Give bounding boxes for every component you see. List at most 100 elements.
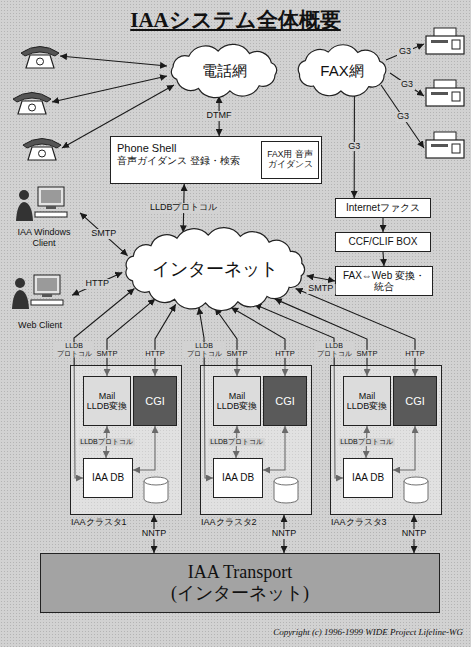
edge-label: HTTP (83, 279, 111, 289)
phone-dial (37, 58, 44, 65)
edge-label: HTTP (273, 350, 297, 358)
node-text: FAX用 音声 ガイダンス (264, 150, 316, 170)
monitor-stand (46, 206, 56, 209)
edge-label: SMTP (225, 350, 250, 358)
mail-converter-box: Mail LLDB変換 (83, 376, 131, 426)
phone-link (60, 56, 167, 66)
edge-label: LLDB プロトコル (184, 342, 224, 357)
monitor (38, 187, 64, 206)
phone-dial (39, 150, 46, 157)
server-box: Phone Shell音声ガイダンス 登録・検索FAX用 音声 ガイダンス (110, 136, 322, 184)
monitor-stand (42, 294, 52, 297)
connector (383, 252, 384, 266)
telephone-icon (23, 139, 61, 161)
fax-icon (426, 80, 464, 106)
network-cloud: 電話網 (165, 44, 283, 98)
phone-body (26, 55, 54, 68)
node-text: Mail LLDB変換 (215, 391, 259, 412)
fax-link (386, 44, 424, 60)
title-bar: IAAシステム全体概要 (0, 6, 471, 34)
cloud-shape (171, 44, 276, 97)
edge-label: NNTP (140, 529, 169, 539)
node-text: FAX⇔Web 変換・統合 (339, 270, 429, 293)
telephone-icon (21, 47, 59, 69)
node-text: CCF/CLIF BOX (349, 236, 418, 248)
mail-converter-box: Mail LLDB変換 (213, 376, 261, 426)
fax-slot (431, 144, 448, 147)
cloud-shape (298, 45, 386, 96)
node-text: Internetファクス (346, 202, 420, 214)
cgi-box: CGI (263, 376, 307, 426)
edge-label: HTTP (143, 350, 167, 358)
converter-box: FAX⇔Web 変換・統合 (335, 266, 433, 296)
node-text: Mail LLDB変換 (345, 391, 389, 412)
edge-label: NNTP (400, 529, 429, 539)
node-text: 電話網 (202, 62, 247, 79)
edge-label: LLDB プロトコル (54, 342, 94, 357)
network-cloud: インターネット (120, 228, 310, 310)
signal-label: G3 (399, 80, 415, 90)
edge-label: SMTP (355, 350, 380, 358)
copyright-note: Copyright (c) 1996-1999 WIDE Project Lif… (271, 628, 465, 638)
phone-body (28, 147, 56, 160)
node-text: CGI (405, 395, 425, 408)
fax-icon (426, 132, 464, 158)
node-text: Mail LLDB変換 (85, 391, 129, 412)
cgi-box: CGI (133, 376, 177, 426)
gateway-box: Internetファクス (335, 198, 431, 218)
node-text: Web Client (18, 320, 62, 330)
cluster-name: IAAクラスタ2 (201, 517, 257, 527)
diagram-title: IAAシステム全体概要 (130, 8, 341, 32)
fax-keys (452, 92, 460, 101)
cloud-shape (126, 228, 305, 311)
client-node: Web Client (8, 272, 72, 330)
person-body (16, 202, 33, 221)
phone-handset (23, 139, 61, 149)
edge-label: LLDBプロトコル (148, 203, 220, 213)
person-head (15, 278, 25, 288)
edge-label: G3 (346, 142, 362, 152)
edge-label: LLDBプロトコル (78, 438, 135, 446)
screen (37, 278, 57, 291)
person-body (12, 290, 29, 309)
signal-label: G3 (395, 112, 411, 122)
edge-label: DTMF (205, 111, 234, 121)
node-text: 音声ガイダンス 登録・検索 (117, 155, 253, 167)
cgi-box: CGI (393, 376, 437, 426)
mail-converter-box: Mail LLDB変換 (343, 376, 391, 426)
fax-keys (452, 40, 460, 49)
gateway-box: CCF/CLIF BOX (335, 232, 431, 252)
edge-label: LLDBプロトコル (338, 438, 395, 446)
keyboard (35, 212, 67, 217)
phone-handset (21, 47, 59, 57)
client-icon (16, 187, 67, 221)
monitor (34, 275, 60, 294)
node-text: IAA DB (222, 472, 254, 484)
connector (307, 276, 335, 281)
node-text: インターネット (152, 259, 278, 280)
phone-handset (13, 93, 51, 103)
phone-dial (29, 104, 36, 111)
fax-icon (426, 28, 464, 54)
node-text: IAA DB (92, 472, 124, 484)
connector (72, 272, 122, 295)
node-text: CGI (275, 395, 295, 408)
edge-label: SMTP (306, 284, 335, 294)
database-box: IAA DB (343, 458, 393, 498)
connector (80, 213, 128, 256)
edge-label: LLDBプロトコル (208, 438, 265, 446)
connector (296, 289, 415, 377)
transport-band: IAA Transport (インターネット) (40, 553, 440, 613)
person-head (19, 190, 29, 200)
fax-body (426, 88, 464, 106)
node-text: IAA Transport (インターネット) (140, 562, 340, 603)
node-text: FAX網 (320, 62, 363, 79)
cluster-name: IAAクラスタ1 (71, 517, 127, 527)
network-cloud: FAX網 (292, 44, 392, 98)
client-node: IAA Windows Client (8, 184, 80, 248)
node-text: IAA DB (352, 472, 384, 484)
